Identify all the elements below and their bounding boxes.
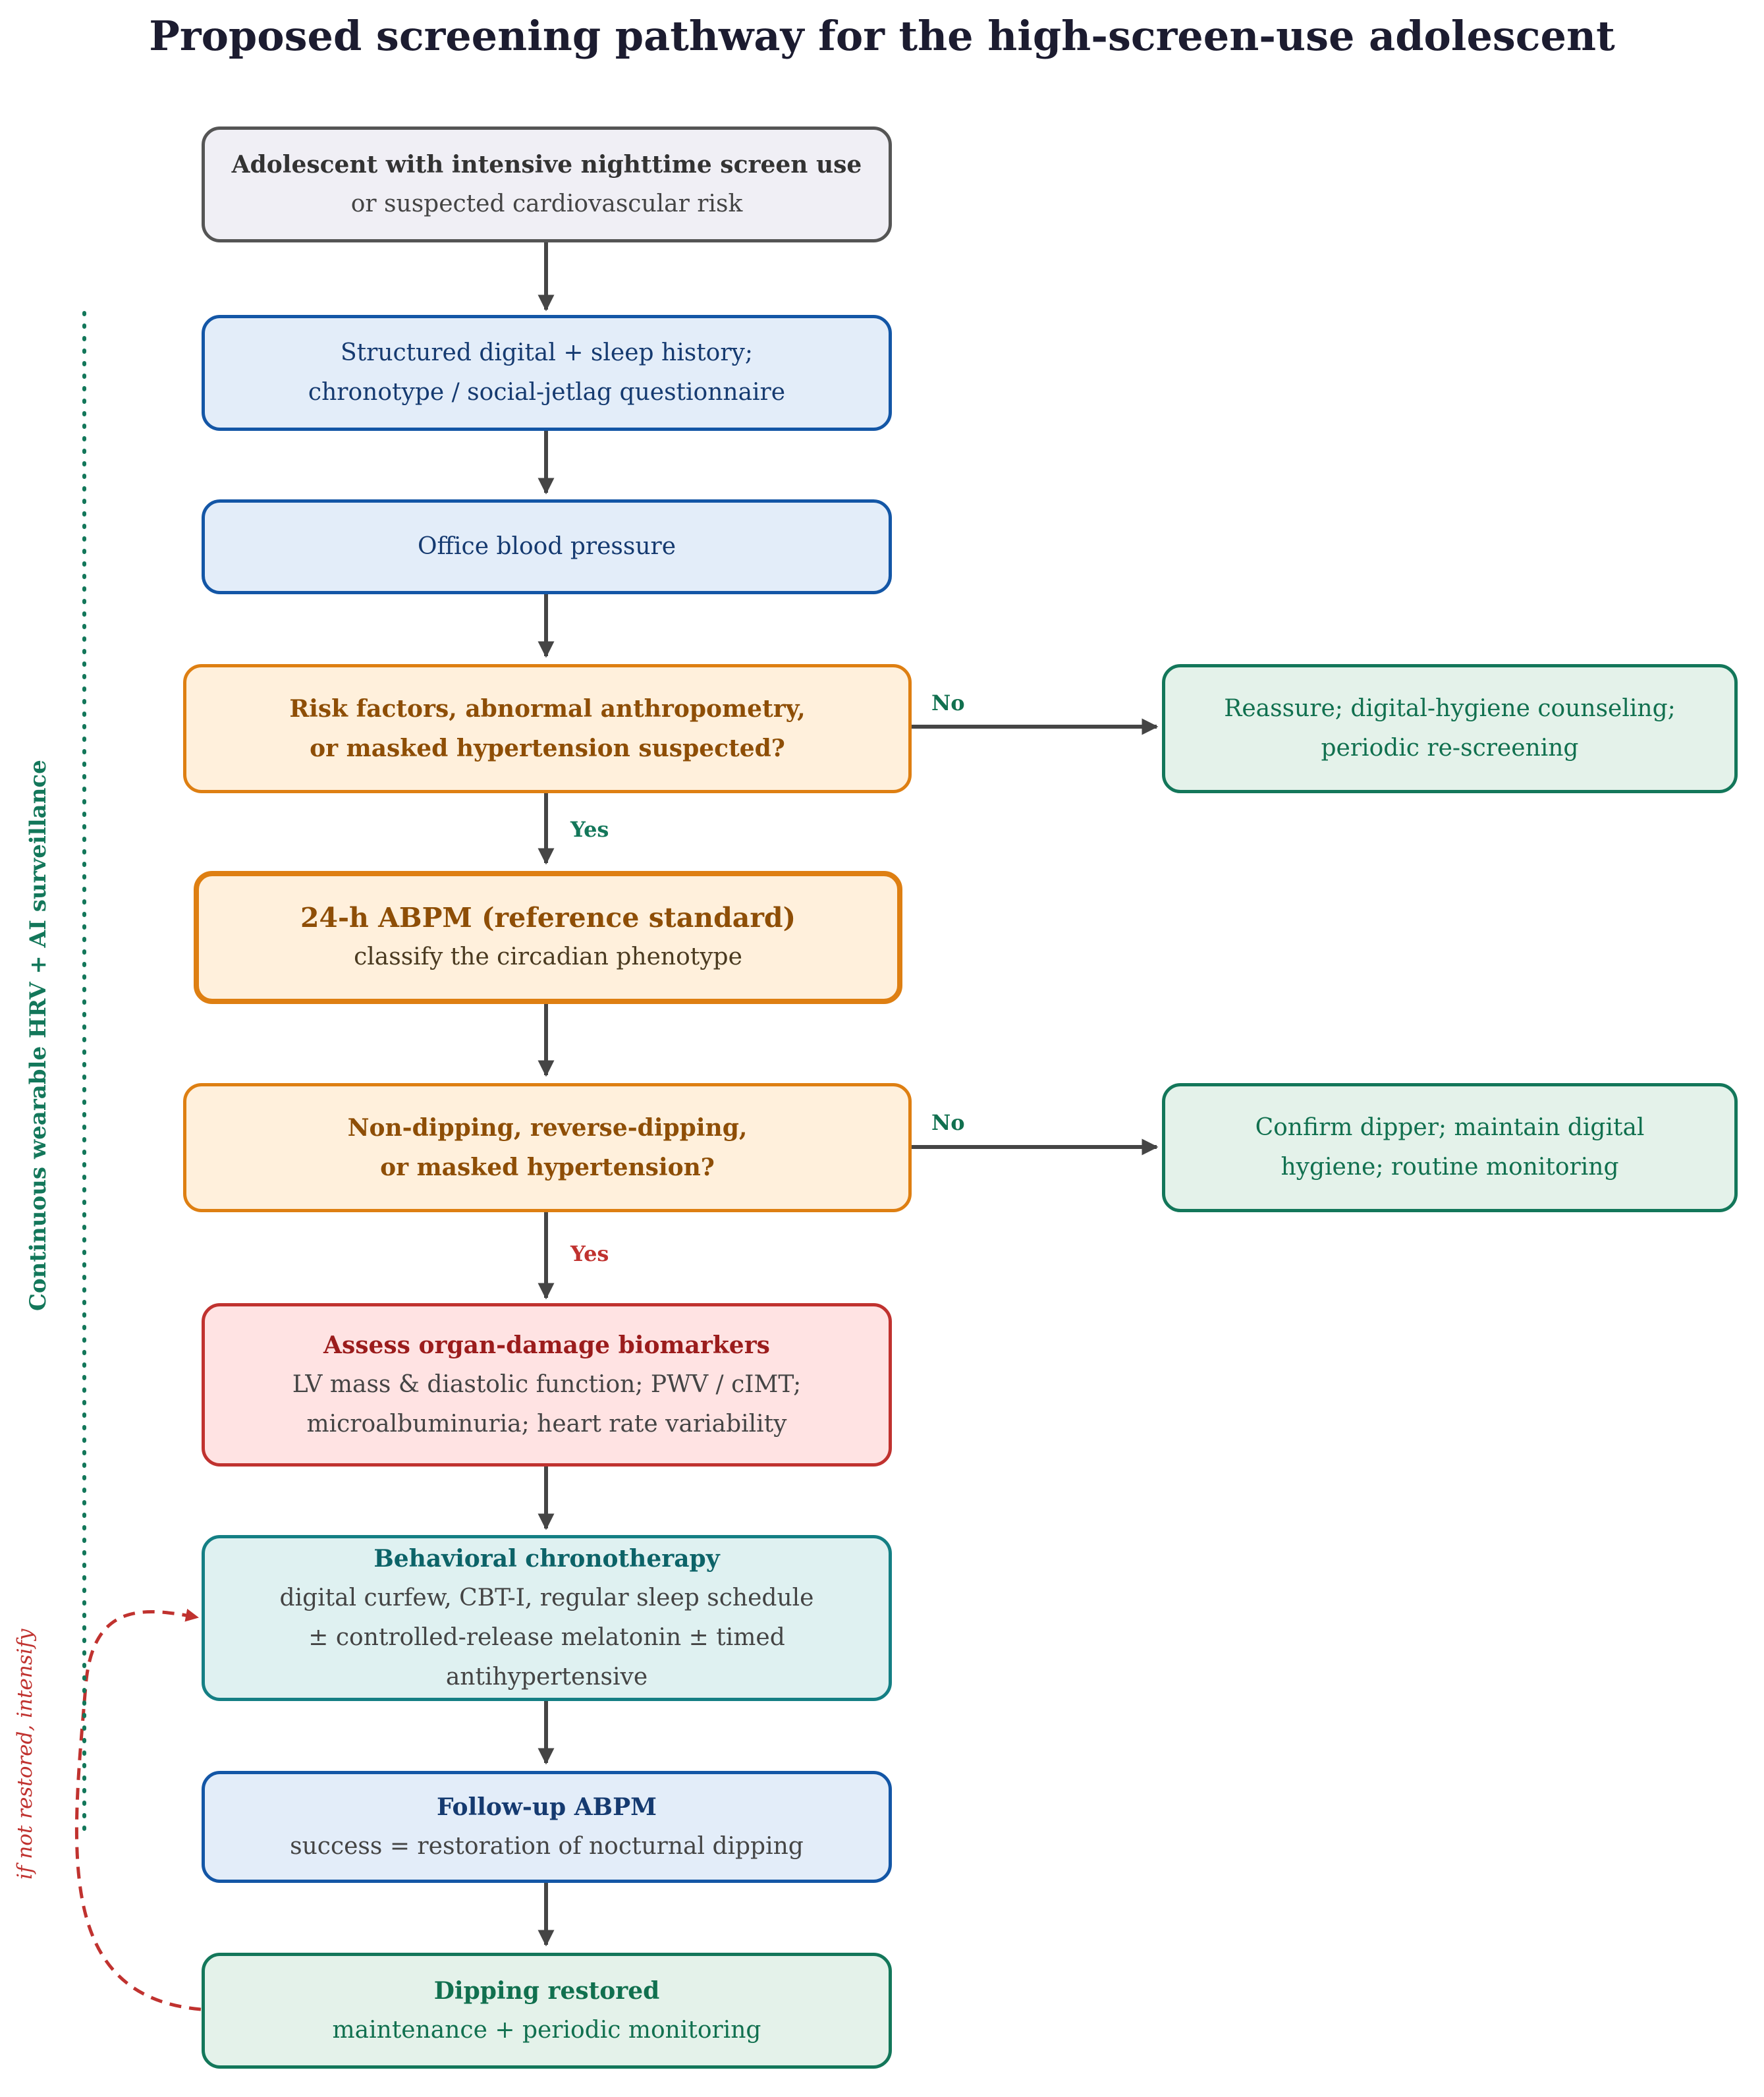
node-risk-line1: Risk factors, abnormal anthropometry, xyxy=(289,695,806,723)
node-restored-line1: Dipping restored xyxy=(433,1977,660,2005)
node-reassure: Reassure; digital-hygiene counseling; pe… xyxy=(1162,664,1738,793)
node-followup-abpm: Follow-up ABPM success = restoration of … xyxy=(202,1771,892,1883)
node-start-line2: or suspected cardiovascular risk xyxy=(350,190,743,217)
node-reassure-line2: periodic re-screening xyxy=(1321,735,1579,762)
node-restored-line2: maintenance + periodic monitoring xyxy=(332,2017,761,2044)
node-abpm-line2: classify the circadian phenotype xyxy=(354,943,742,970)
node-abpm-line1: 24-h ABPM (reference standard) xyxy=(300,902,796,934)
node-start: Adolescent with intensive nighttime scre… xyxy=(202,126,892,242)
node-abpm: 24-h ABPM (reference standard) classify … xyxy=(194,871,902,1004)
diagram-title: Proposed screening pathway for the high-… xyxy=(149,12,1615,60)
node-organ-line1: Assess organ-damage biomarkers xyxy=(323,1331,770,1359)
edge-label-risk-yes: Yes xyxy=(570,817,609,842)
edge-label-nondip-no: No xyxy=(931,1110,965,1135)
node-risk-decision: Risk factors, abnormal anthropometry, or… xyxy=(183,664,912,793)
node-start-line1: Adolescent with intensive nighttime scre… xyxy=(231,151,862,179)
node-reassure-line1: Reassure; digital-hygiene counseling; xyxy=(1224,695,1676,722)
feedback-loop-arrow xyxy=(74,1608,202,2011)
node-office-bp-line1: Office blood pressure xyxy=(417,533,676,560)
surveillance-label: Continuous wearable HRV + AI surveillanc… xyxy=(25,760,51,1311)
node-dipper-line1: Confirm dipper; maintain digital xyxy=(1255,1114,1645,1141)
node-nondip-line2: or masked hypertension? xyxy=(380,1154,715,1181)
node-risk-line2: or masked hypertension suspected? xyxy=(310,735,785,762)
node-history-line1: Structured digital + sleep history; xyxy=(340,339,754,366)
node-nondip-line1: Non-dipping, reverse-dipping, xyxy=(347,1114,748,1142)
node-dipping-restored: Dipping restored maintenance + periodic … xyxy=(202,1953,892,2069)
node-followup-line2: success = restoration of nocturnal dippi… xyxy=(290,1833,804,1860)
node-organ-line2: LV mass & diastolic function; PWV / cIMT… xyxy=(292,1371,802,1398)
node-dipper-line2: hygiene; routine monitoring xyxy=(1281,1154,1619,1181)
node-organ-line3: microalbuminuria; heart rate variability xyxy=(306,1411,787,1438)
node-history: Structured digital + sleep history; chro… xyxy=(202,315,892,431)
node-history-line2: chronotype / social-jetlag questionnaire xyxy=(308,379,786,406)
feedback-loop-label: if not restored, intensify xyxy=(13,1629,37,1880)
node-chrono-line2: digital curfew, CBT-I, regular sleep sch… xyxy=(279,1584,814,1611)
edge-label-nondip-yes: Yes xyxy=(570,1241,609,1266)
node-nondip-decision: Non-dipping, reverse-dipping, or masked … xyxy=(183,1083,912,1212)
node-chrono-line1: Behavioral chronotherapy xyxy=(373,1545,720,1573)
node-followup-line1: Follow-up ABPM xyxy=(436,1793,657,1821)
node-chrono-line3: ± controlled-release melatonin ± timed a… xyxy=(308,1624,785,1691)
edge-label-risk-no: No xyxy=(931,690,965,715)
node-confirm-dipper: Confirm dipper; maintain digital hygiene… xyxy=(1162,1083,1738,1212)
node-office-bp: Office blood pressure xyxy=(202,499,892,594)
node-chronotherapy: Behavioral chronotherapy digital curfew,… xyxy=(202,1535,892,1701)
node-organ-damage: Assess organ-damage biomarkers LV mass &… xyxy=(202,1303,892,1467)
